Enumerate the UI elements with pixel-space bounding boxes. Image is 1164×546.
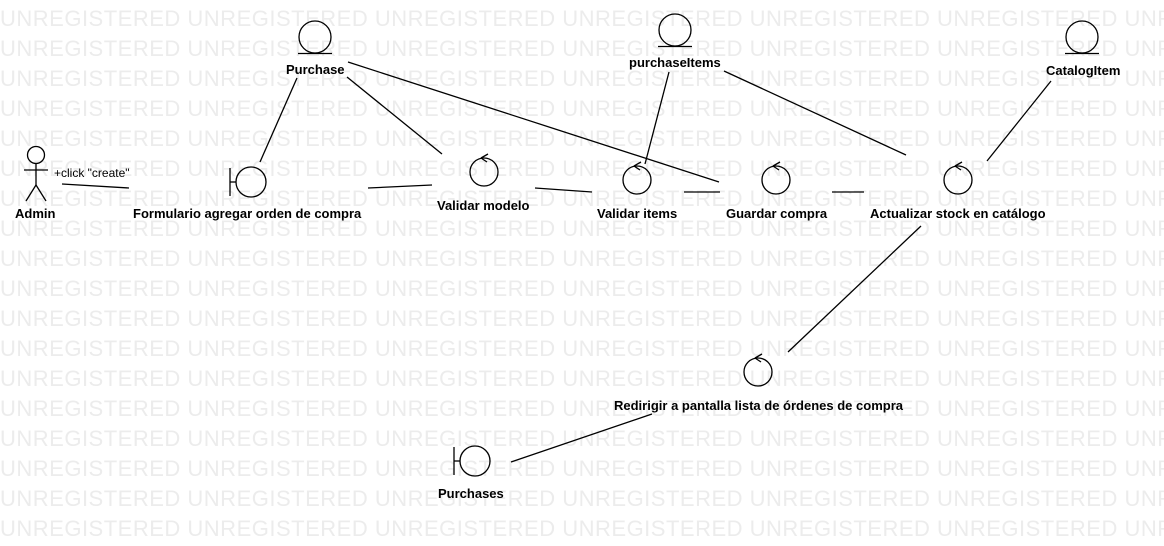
link-catalogitem-update-stock: [986, 80, 1052, 162]
link-validate-model-validate-items: [534, 187, 593, 193]
redirect-label: Redirigir a pantalla lista de órdenes de…: [614, 398, 903, 413]
purchases-boundary-icon: [453, 445, 491, 477]
link-purchaseitems-validate-items: [644, 71, 670, 165]
link-update-stock-redirect: [787, 225, 922, 353]
connections: [61, 61, 1052, 463]
catalogitem-entity-icon: [1065, 20, 1099, 55]
purchases-boundary-label: Purchases: [438, 486, 504, 501]
purchaseitems-entity-label: purchaseItems: [629, 55, 721, 70]
update-stock-label: Actualizar stock en catálogo: [870, 206, 1046, 221]
save-purchase-label: Guardar compra: [726, 206, 828, 221]
form-boundary-icon: [229, 166, 267, 198]
save-purchase-control-icon: [761, 161, 791, 195]
link-purchase-save: [347, 61, 720, 183]
link-admin-form: [61, 183, 130, 189]
link-form-validate-model: [367, 184, 433, 189]
validate-items-label: Validar items: [597, 206, 678, 221]
purchaseitems-entity-icon: [658, 13, 692, 48]
link-purchase-validate-model: [346, 76, 443, 155]
validate-model-control-icon: [469, 153, 499, 187]
admin-actor-label: Admin: [15, 206, 56, 221]
admin-actor-icon: [24, 145, 48, 202]
update-stock-control-icon: [943, 161, 973, 195]
purchase-entity-icon: [298, 20, 332, 55]
validate-model-label: Validar modelo: [437, 198, 530, 213]
create-message-label: +click "create": [54, 166, 130, 180]
form-boundary-label: Formulario agregar orden de compra: [133, 206, 362, 221]
purchase-entity-label: Purchase: [286, 62, 345, 77]
redirect-control-icon: [743, 353, 773, 387]
link-purchase-form: [259, 77, 298, 163]
validate-items-control-icon: [622, 161, 652, 195]
link-redirect-purchases: [510, 413, 653, 463]
catalogitem-entity-label: CatalogItem: [1046, 63, 1121, 78]
link-purchaseitems-update-stock: [723, 70, 907, 156]
